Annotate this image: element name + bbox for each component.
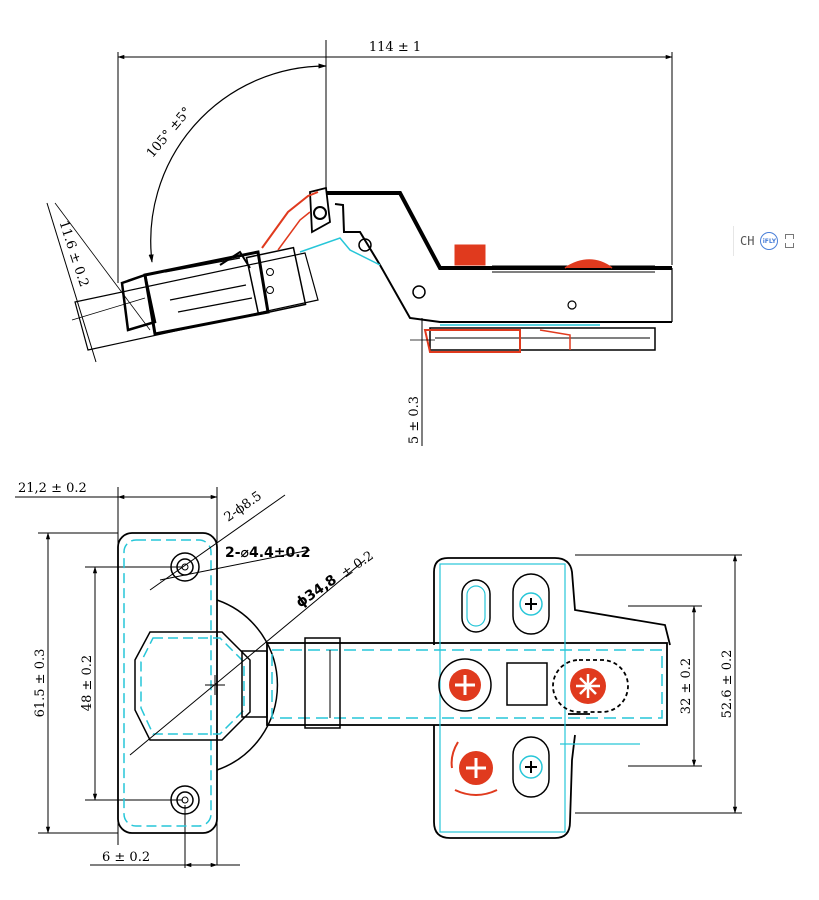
hinge-arm (241, 637, 668, 729)
large-hole-dimension-label: 2-ϕ8.5 (222, 489, 265, 525)
thickness-dimension-label: 11.6 ± 0.2 (56, 219, 92, 289)
height-dimension-label: 61.5 ± 0.3 (33, 649, 48, 718)
cup-diameter-dimension-label: ϕ34,8 (293, 572, 340, 611)
plate-screw-center (438, 658, 492, 712)
cup-diameter-tolerance-label: ± 0.2 (339, 549, 377, 582)
outer-dimension-label: 52.6 ± 0.2 (720, 650, 735, 719)
side-view (46, 40, 673, 446)
language-toggle[interactable]: CH (740, 234, 755, 248)
cup-view (15, 487, 366, 868)
small-hole-dimension-label: 2-⌀4.4±0.2 (225, 545, 310, 561)
expand-icon[interactable] (784, 234, 795, 248)
width-dimension-label: 114 ± 1 (369, 40, 421, 55)
ifly-logo-icon[interactable]: iFLY (760, 232, 779, 250)
inner-dimension-label: 32 ± 0.2 (679, 658, 694, 714)
bottom-dimension-label: 6 ± 0.2 (102, 850, 150, 865)
offset-dimension-label: 5 ± 0.3 (407, 396, 422, 444)
plate-screw-adjust (570, 668, 606, 704)
hole-spacing-dimension-label: 48 ± 0.2 (80, 655, 95, 711)
plate-view (433, 554, 742, 839)
plate-screw-lower (450, 741, 498, 796)
angle-dimension-label: 105° ±5° (144, 105, 195, 161)
edge-dimension-label: 21,2 ± 0.2 (18, 481, 87, 496)
input-method-toolbar: CH iFLY (733, 226, 819, 256)
